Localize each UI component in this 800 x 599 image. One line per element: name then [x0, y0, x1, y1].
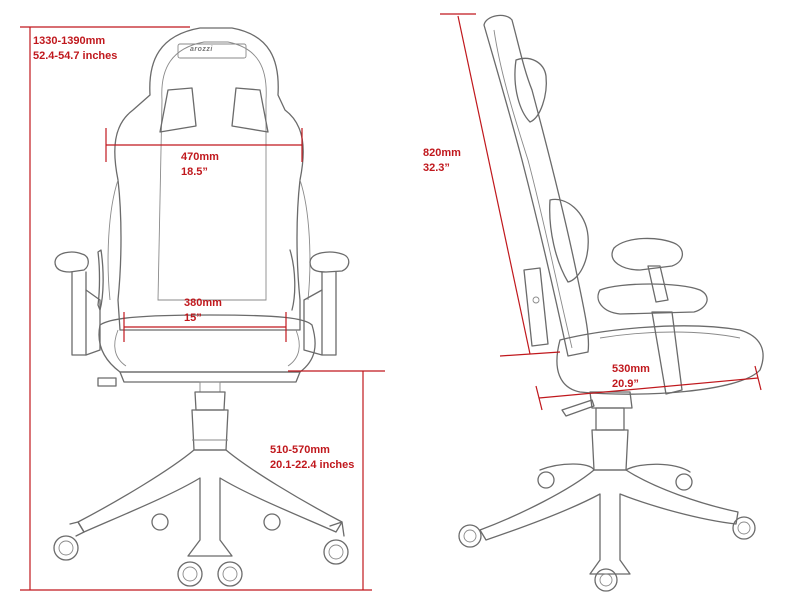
backrest-height-imperial: 32.3” [423, 162, 450, 174]
total-height-imperial: 52.4-54.7 inches [33, 50, 118, 62]
backrest-width-label: 470mm 18.5” [181, 150, 219, 180]
backrest-height-metric: 820mm [423, 147, 461, 159]
seat-depth-label: 530mm 20.9” [612, 362, 650, 392]
backrest-logo-text: arozzi [190, 46, 213, 53]
total-height-label: 1330-1390mm 52.4-54.7 inches [33, 34, 117, 64]
front-dimension-lines [20, 26, 385, 591]
seat-depth-imperial: 20.9” [612, 378, 639, 390]
seat-height-metric: 510-570mm [270, 444, 330, 456]
seat-height-imperial: 20.1-22.4 inches [270, 459, 355, 471]
side-chair-drawing [458, 14, 764, 592]
seat-height-label: 510-570mm 20.1-22.4 inches [270, 443, 354, 473]
seat-depth-metric: 530mm [612, 363, 650, 375]
backrest-height-label: 820mm 32.3” [423, 146, 461, 176]
seat-width-label: 380mm 15” [184, 296, 222, 326]
side-dimension-lines [440, 13, 762, 411]
seat-width-imperial: 15” [184, 312, 202, 324]
seat-width-metric: 380mm [184, 297, 222, 309]
backrest-width-metric: 470mm [181, 151, 219, 163]
front-chair-drawing [53, 27, 350, 587]
backrest-width-imperial: 18.5” [181, 166, 208, 178]
total-height-metric: 1330-1390mm [33, 35, 106, 47]
